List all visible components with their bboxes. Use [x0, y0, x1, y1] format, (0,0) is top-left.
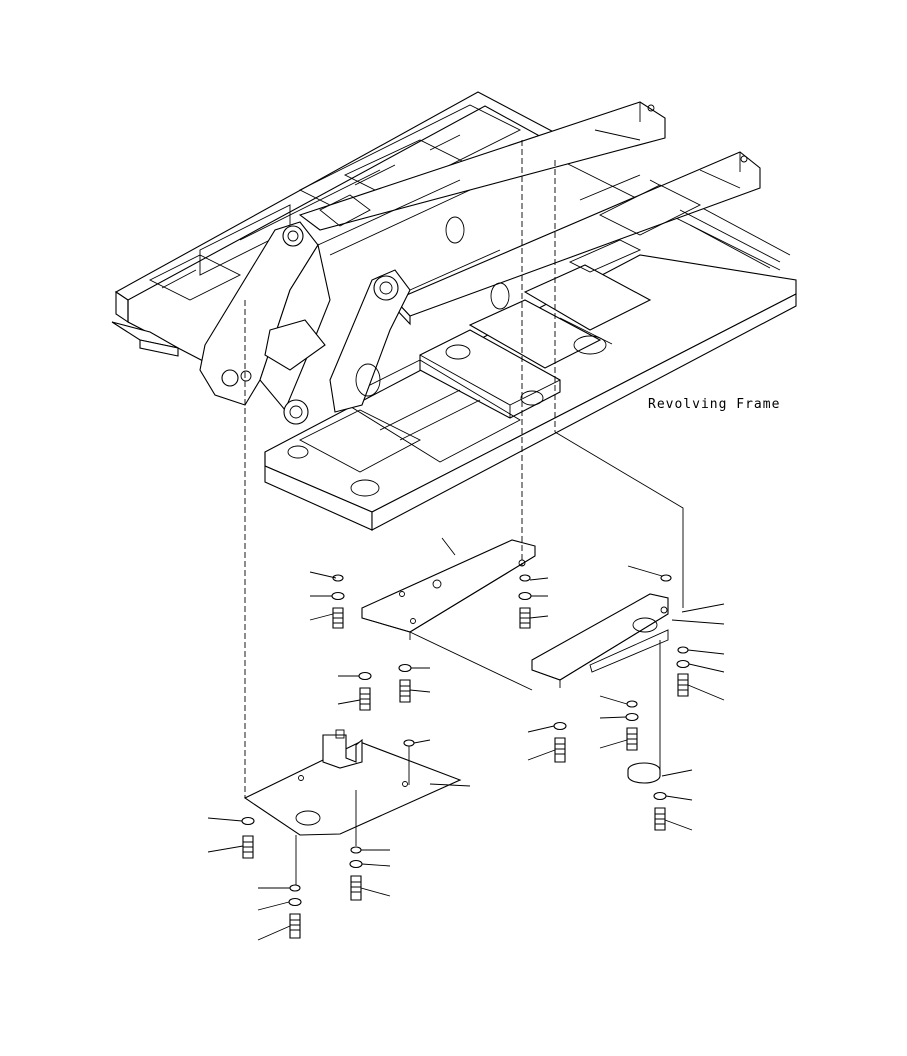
right-cover-plate [531, 593, 669, 688]
callout-leaders [207, 537, 725, 941]
revolving-frame [111, 91, 797, 531]
center-cover-plate [361, 539, 536, 640]
cap-part [627, 762, 661, 784]
left-under-cover [243, 729, 462, 836]
alignment-lines [244, 140, 684, 885]
revolving-frame-label: Revolving Frame [648, 397, 781, 412]
fastener-hardware [241, 574, 690, 939]
